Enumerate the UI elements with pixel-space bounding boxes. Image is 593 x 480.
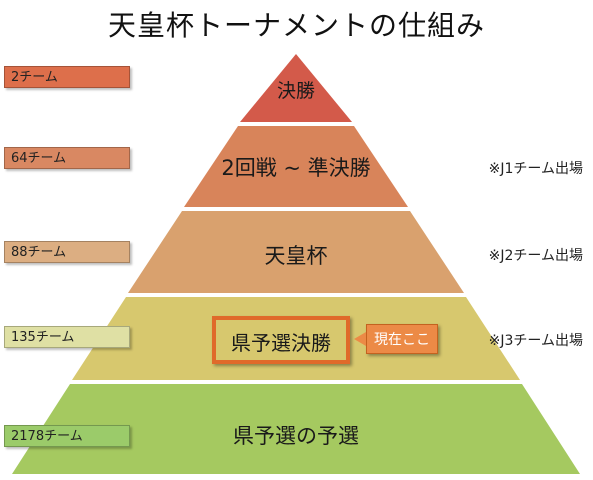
current-position-highlight [212, 316, 350, 364]
count-box-final: 2チーム [4, 66, 130, 88]
tier-label-prefecture-final: 県予選決勝 [231, 331, 331, 355]
pyramid-tier-1 [240, 54, 352, 122]
pyramid-tier-3 [128, 211, 464, 293]
tier-label-round2-semifinal: 2回戦 ~ 準決勝 [221, 156, 371, 180]
pyramid-tier-2 [184, 126, 408, 207]
pyramid-tier-4 [72, 297, 520, 380]
note-j2: ※J2チーム出場 [488, 248, 583, 264]
current-position-tag: 現在ここ [354, 324, 438, 354]
pyramid-tier-5 [12, 384, 580, 474]
count-box-emperors-cup: 88チーム [4, 241, 130, 263]
tier-label-final: 決勝 [276, 80, 315, 102]
tier-label-emperors-cup: 天皇杯 [264, 244, 328, 268]
note-j3: ※J3チーム出場 [488, 333, 583, 349]
count-box-prefecture-final: 135チーム [4, 326, 130, 348]
count-box-round2-semifinal: 64チーム [4, 147, 130, 169]
count-box-prefecture-qualifier: 2178チーム [4, 425, 130, 447]
note-j1: ※J1チーム出場 [488, 161, 583, 177]
tier-label-prefecture-qualifier: 県予選の予選 [233, 424, 359, 448]
page-title: 天皇杯トーナメントの仕組み [107, 9, 485, 42]
